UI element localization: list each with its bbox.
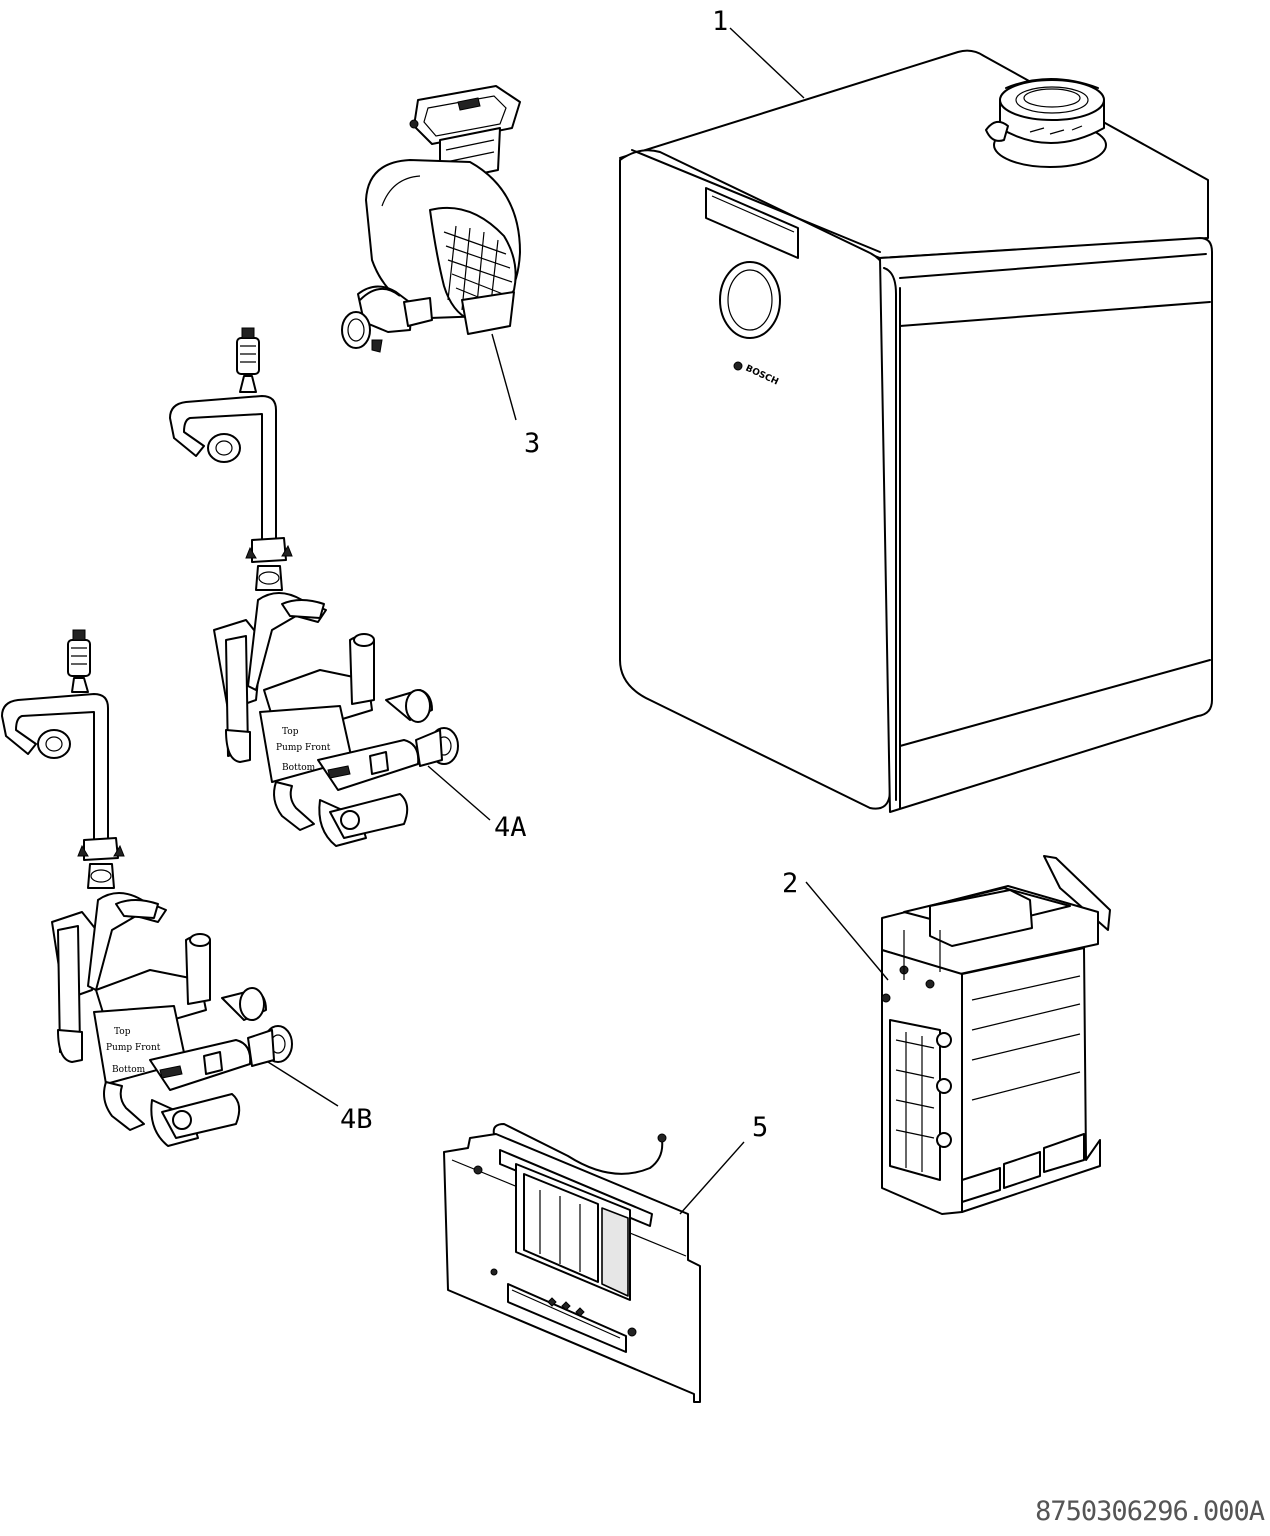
leader-5 xyxy=(679,1141,745,1215)
callout-1: 1 xyxy=(712,6,728,37)
callout-3: 3 xyxy=(524,428,540,459)
pump-label-bottom-b: Bottom xyxy=(112,1065,146,1075)
drawing-number: 8750306296.000A xyxy=(1035,1496,1265,1527)
part-2-heat-exchanger xyxy=(881,855,1111,1215)
part-1-casing: BOSCH xyxy=(619,49,1213,813)
callout-4a: 4A xyxy=(494,812,527,843)
callout-4b: 4B xyxy=(340,1104,373,1135)
pump-label-front-b: Pump Front xyxy=(106,1043,161,1053)
leader-4b xyxy=(267,1061,339,1107)
callout-2: 2 xyxy=(782,868,798,899)
leader-4a xyxy=(427,765,491,821)
pump-label-top-b: Top xyxy=(114,1027,131,1037)
part-4a-hydraulic-block: Top Pump Front Bottom xyxy=(169,327,459,847)
pump-label-front: Pump Front xyxy=(276,743,331,753)
pump-label-top: Top xyxy=(282,727,299,737)
pump-label-bottom: Bottom xyxy=(282,763,316,773)
part-3-fan-blower xyxy=(341,85,521,353)
part-4b-hydraulic-block: Top Pump Front Bottom xyxy=(1,629,293,1147)
leader-3 xyxy=(491,333,517,421)
part-5-control-plate xyxy=(443,1123,701,1403)
callout-5: 5 xyxy=(752,1112,768,1143)
leader-2 xyxy=(805,881,889,981)
leader-1 xyxy=(729,27,805,99)
